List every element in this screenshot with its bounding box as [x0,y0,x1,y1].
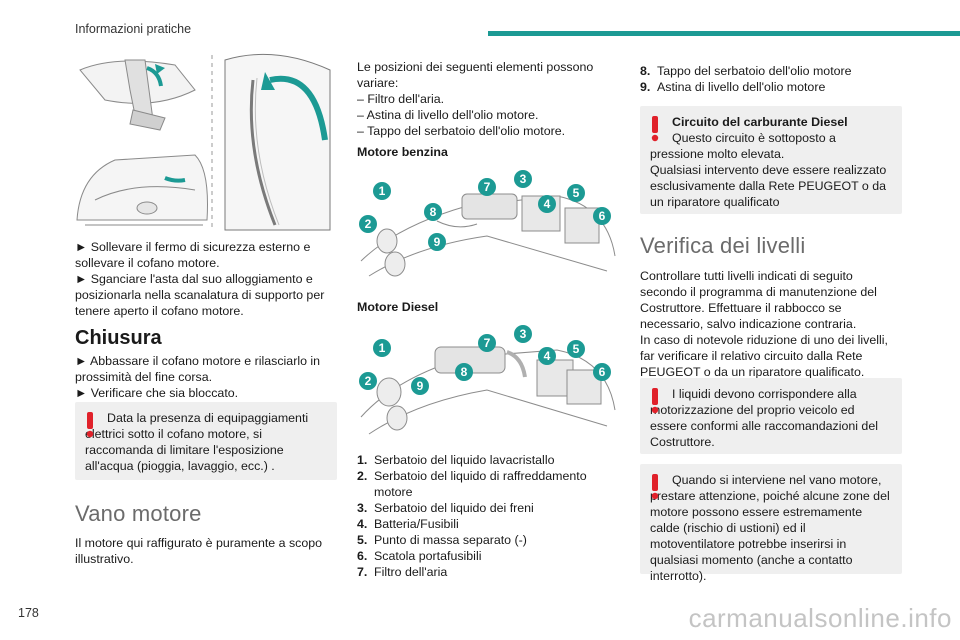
diesel-callout-8: 8 [461,365,468,379]
dash-item-oil-cap: – Tappo del serbatoio dell'olio motore. [357,124,566,138]
section-title: Informazioni pratiche [75,22,192,36]
legend-list: 1.Serbatoio del liquido lavacristallo 2.… [357,452,619,580]
legend-item: 7.Filtro dell'aria [357,565,448,579]
diesel-callout-6: 6 [599,365,606,379]
verifica-text-2: In caso di notevole riduzione di uno dei… [640,333,888,379]
diesel-callout-7: 7 [484,336,491,350]
dash-item-dipstick: – Astina di livello dell'olio motore. [357,108,539,122]
warning-icon [651,116,659,147]
callout-2: 2 [365,217,372,231]
diesel-callout-5: 5 [573,342,580,356]
legend-item: 3.Serbatoio del liquido dei freni [357,501,534,515]
heading-verifica-livelli: Verifica dei livelli [640,233,806,258]
diesel-engine-diagram: 1 2 3 4 5 6 7 8 9 [357,322,619,451]
warning-icon [651,388,659,419]
legend-item: 2.Serbatoio del liquido di raffreddament… [357,469,587,499]
vano-intro: Il motore qui raffigurato è puramente a … [75,536,323,566]
petrol-engine-diagram: 1 2 3 4 5 6 7 8 9 [357,166,619,297]
hood-illustration [75,50,335,240]
diesel-callout-9: 9 [417,379,424,393]
legend-item: 9.Astina di livello dell'olio motore [640,80,826,94]
diesel-warning-title: Circuito del carburante Diesel [672,115,848,129]
legend-item: 8.Tappo del serbatoio dell'olio motore [640,64,852,78]
diesel-warning-second: Qualsiasi intervento deve essere realizz… [650,163,887,209]
legend-item: 1.Serbatoio del liquido lavacristallo [357,453,555,467]
step-lower-hood: ► Abbassare il cofano motore e rilasciar… [75,354,321,384]
warning-box-diesel-circuit: Circuito del carburante Diesel Questo ci… [640,106,902,214]
step-check-locked: ► Verificare che sia bloccato. [75,386,239,400]
step-position-rod: ► Sganciare l'asta dal suo alloggiamento… [75,272,325,318]
page-number: 178 [18,606,39,620]
watermark-text: carmanualsonline.info [688,603,952,633]
positions-intro: Le posizioni dei seguenti elementi posso… [357,60,594,90]
callout-4: 4 [544,197,551,211]
heading-chiusura: Chiusura [75,327,162,349]
warning-icon [651,474,659,505]
legend-item: 6.Scatola portafusibili [357,549,482,563]
warning-text: Data la presenza di equipaggiamenti elet… [85,411,309,473]
heading-vano-motore: Vano motore [75,501,202,526]
callout-9: 9 [434,235,441,249]
dash-item-air-filter: – Filtro dell'aria. [357,92,445,106]
legend-list-continued: 8.Tappo del serbatoio dell'olio motore 9… [640,63,902,95]
warning-box-water: Data la presenza di equipaggiamenti elet… [75,402,337,480]
heading-motore-diesel: Motore Diesel [357,300,439,314]
diesel-callout-3: 3 [520,327,527,341]
heading-motore-benzina: Motore benzina [357,145,448,159]
diesel-callout-4: 4 [544,349,551,363]
legend-item: 5.Punto di massa separato (-) [357,533,527,547]
warning-box-liquids: I liquidi devono corrispondere alla moto… [640,378,902,454]
callout-7: 7 [484,180,491,194]
header-accent-bar [488,31,960,36]
warning-icon [86,412,94,443]
diesel-callout-2: 2 [365,374,372,388]
warning-box-engine-hot: Quando si interviene nel vano motore, pr… [640,464,902,583]
engine-warning-text: Quando si interviene nel vano motore, pr… [650,473,890,583]
legend-item: 4.Batteria/Fusibili [357,517,459,531]
callout-8: 8 [430,205,437,219]
step-lift-hood: ► Sollevare il fermo di sicurezza estern… [75,240,311,270]
liquids-warning-text: I liquidi devono corrispondere alla moto… [650,387,878,449]
diesel-callout-1: 1 [379,341,386,355]
verifica-text: Controllare tutti livelli indicati di se… [640,269,877,331]
callout-1: 1 [379,184,386,198]
callout-6: 6 [599,209,606,223]
callout-3: 3 [520,172,527,186]
callout-5: 5 [573,186,580,200]
diesel-warning-first: Questo circuito è sottoposto a pressione… [650,131,836,161]
